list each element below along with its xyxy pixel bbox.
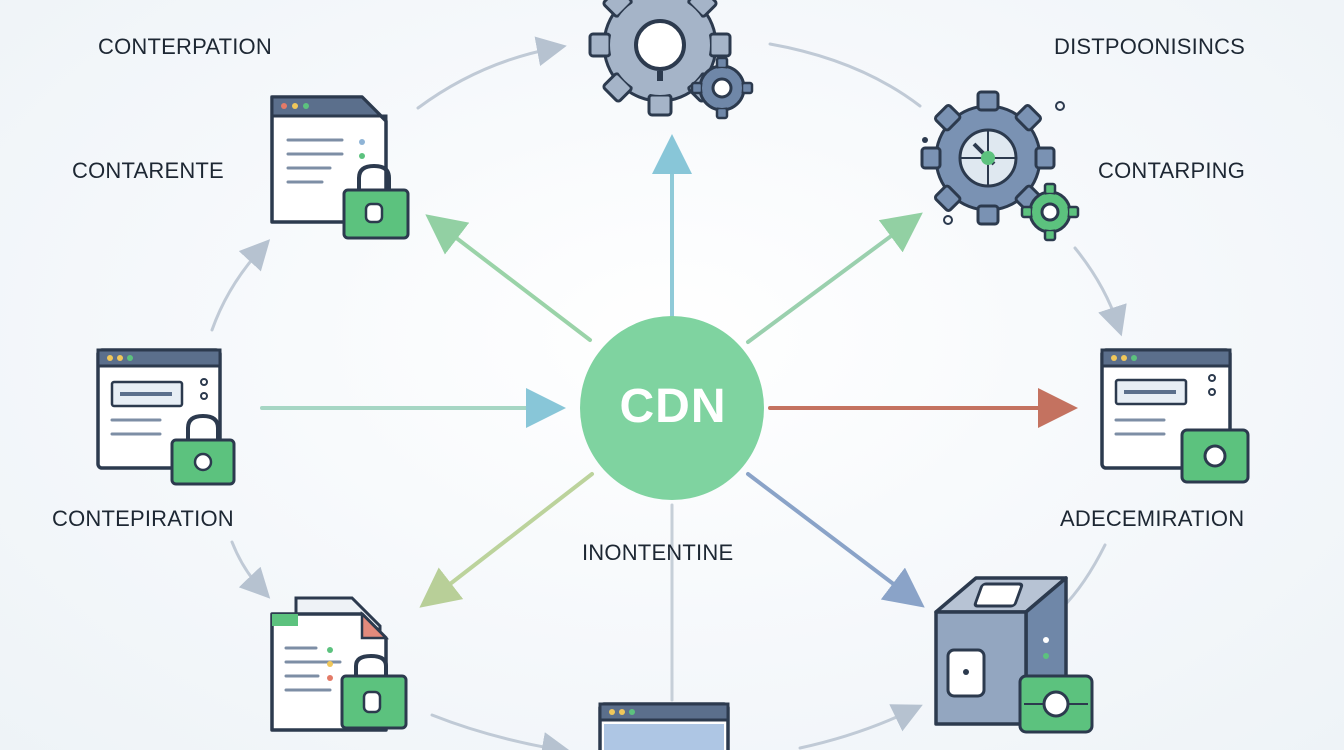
browser-window-icon-right bbox=[1100, 348, 1250, 484]
label-upper-left: CONTARENTE bbox=[72, 158, 224, 183]
label-bottom-center: INONTENTINE bbox=[582, 540, 734, 565]
ring-arrow-right-upper bbox=[1073, 246, 1127, 337]
document-lock-icon bbox=[270, 95, 410, 240]
outer-ring-arrows bbox=[210, 36, 1127, 750]
ring-arrow-top-left bbox=[416, 36, 567, 110]
label-lower-right: ADECEMIRATION bbox=[1060, 506, 1245, 531]
label-top-left: CONTERPATION bbox=[98, 34, 272, 59]
gears-target-icon bbox=[920, 90, 1080, 242]
ring-arrow-left-lower bbox=[230, 540, 271, 599]
ring-arrow-bottom-right bbox=[798, 704, 923, 750]
server-cube-icon bbox=[934, 576, 1094, 734]
label-top-right: DISTPOONISINCS bbox=[1054, 34, 1246, 59]
browser-window-icon-bottom bbox=[598, 702, 730, 750]
arrow-hub-to-lower-left bbox=[419, 472, 594, 608]
browser-lock-icon bbox=[96, 348, 236, 486]
ring-arrow-bottom-left bbox=[430, 713, 572, 750]
ring-arrow-top-right bbox=[768, 42, 922, 108]
radial-arrows bbox=[260, 134, 1078, 702]
ring-arrow-left-upper bbox=[210, 239, 271, 332]
label-lower-left: CONTEPIRATION bbox=[52, 506, 234, 531]
label-upper-right: CONTARPING bbox=[1098, 158, 1246, 183]
arrow-hub-to-upper-right bbox=[746, 212, 923, 344]
ring-arrow-right-lower bbox=[1060, 543, 1107, 610]
arrow-hub-to-lower-right bbox=[746, 472, 925, 608]
document-lock-icon-lower bbox=[270, 596, 408, 732]
gears-icon bbox=[588, 0, 754, 120]
cdn-hub-label: CDN bbox=[619, 379, 727, 433]
cdn-hub[interactable] bbox=[580, 316, 764, 500]
arrow-hub-to-upper-left bbox=[425, 214, 592, 342]
